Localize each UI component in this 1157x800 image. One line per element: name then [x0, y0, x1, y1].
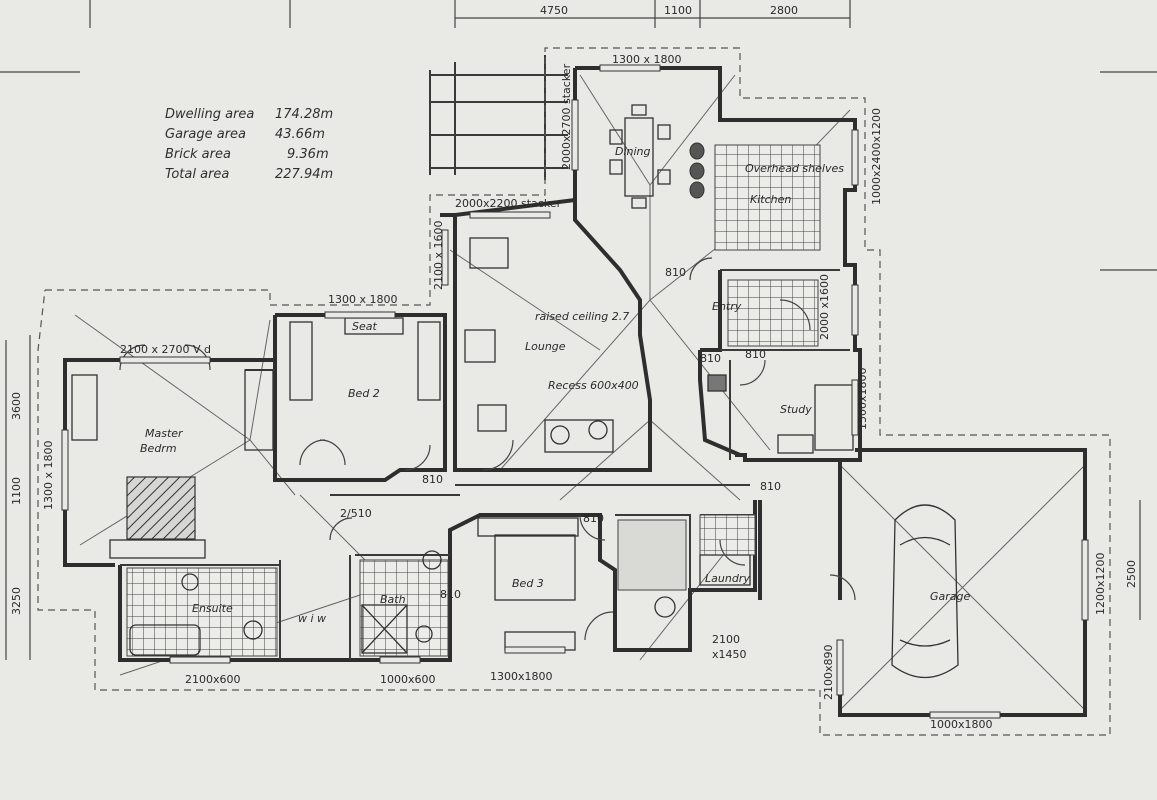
garage-area-value: 43.66m [275, 127, 325, 142]
brick-area-value: 9.36m [287, 147, 329, 162]
lounge-furniture [464, 237, 614, 453]
dining-set [609, 104, 705, 209]
dim-top-b: 1100 [664, 4, 692, 17]
room-entry: Entry [712, 300, 742, 313]
dim-top-a: 4750 [540, 4, 568, 17]
dim-win-bed3: 1300x1800 [490, 670, 553, 683]
dim-door-810-g: 810 [700, 352, 721, 365]
dim-left-3250: 3250 [10, 587, 23, 615]
dwelling-area-label: Dwelling area [165, 107, 254, 122]
dim-door-810-a: 810 [665, 266, 686, 279]
room-laundry: Laundry [705, 572, 750, 585]
dim-win-ensuite: 2100x600 [185, 673, 241, 686]
room-master-2: Bedrm [140, 442, 177, 455]
dim-door-810-d: 810 [760, 480, 781, 493]
area-schedule: Dwelling area 174.28m Garage area 43.66m… [165, 107, 333, 182]
garage-area-label: Garage area [165, 127, 246, 142]
eaves-outline [37, 47, 1111, 736]
window-marks [61, 64, 1089, 719]
room-wir: w i w [298, 612, 326, 625]
room-garage: Garage [930, 590, 971, 603]
dim-win-bed2: 1300 x 1800 [328, 293, 398, 306]
master-robe [71, 374, 98, 441]
bed2-furniture [244, 317, 441, 451]
dim-stacker-dining: 2000x2700 stacker [560, 63, 573, 170]
study-furniture [707, 374, 854, 454]
dim-door-810-b: 810 [745, 348, 766, 361]
total-area-label: Total area [165, 167, 229, 182]
dim-garage-right: 1200x1200 [1094, 553, 1107, 616]
garage-car [891, 504, 959, 678]
overhead-shelves-label: Overhead shelves [745, 162, 844, 175]
room-bed2: Bed 2 [348, 387, 380, 400]
dim-right-2500: 2500 [1125, 560, 1138, 588]
bath-fixtures [129, 550, 442, 656]
dim-door-810-f: 810 [440, 588, 461, 601]
room-kitchen: Kitchen [750, 193, 791, 206]
dim-top-c: 2800 [770, 4, 798, 17]
dim-left-1100: 1100 [10, 477, 23, 505]
room-labels: Dining Overhead shelves Kitchen raised c… [140, 145, 971, 625]
room-ensuite: Ensuite [192, 602, 233, 615]
dim-kitchen-side: 1000x2400x1200 [870, 108, 883, 205]
dimension-labels: 1300 x 1800 2000x2700 stacker 2000x2200 … [10, 53, 1138, 731]
master-bed-headboard [109, 539, 206, 559]
dim-entry-win: 2000 x1600 [818, 274, 831, 340]
dim-study-win: 1500x1800 [856, 368, 869, 431]
room-study: Study [780, 403, 812, 416]
pergola [429, 55, 568, 180]
dim-win-master-side: 1300 x 1800 [42, 441, 55, 511]
room-lounge: Lounge [525, 340, 566, 353]
dim-door-810-c: 810 [422, 473, 443, 486]
margin-lines [0, 71, 1157, 660]
dim-win-bath: 1000x600 [380, 673, 436, 686]
room-bath: Bath [380, 593, 406, 606]
dim-door-2-510: 2/510 [340, 507, 372, 520]
raised-ceiling-label: raised ceiling 2.7 [535, 310, 629, 323]
dim-laundry-win1: 2100 [712, 633, 740, 646]
dim-win-dining-top: 1300 x 1800 [612, 53, 682, 66]
total-area-value: 227.94m [275, 167, 333, 182]
seat-label: Seat [352, 320, 377, 333]
dim-stacker-lounge: 2000x2200 stacker [455, 197, 562, 210]
dim-laundry-win2: x1450 [712, 648, 747, 661]
recess-label: Recess 600x400 [548, 379, 639, 392]
room-dining: Dining [615, 145, 651, 158]
dim-win-master: 2100 x 2700 V d [120, 343, 211, 356]
door-swings [119, 257, 856, 641]
dim-garage-bottom: 1000x1800 [930, 718, 993, 731]
bed3-furniture [477, 517, 579, 651]
dim-garage-side: 2100x890 [822, 644, 835, 700]
dwelling-area-value: 174.28m [275, 107, 333, 122]
brick-area-label: Brick area [165, 147, 231, 162]
top-dimension-line: 4750 1100 2800 [89, 0, 851, 28]
room-bed3: Bed 3 [512, 577, 544, 590]
dim-win-lounge-side: 2100 x 1600 [432, 221, 445, 291]
dim-door-810-e: 810 [583, 512, 604, 525]
room-master: Master [145, 427, 184, 440]
dim-left-3600: 3600 [10, 392, 23, 420]
master-bed [126, 476, 196, 540]
